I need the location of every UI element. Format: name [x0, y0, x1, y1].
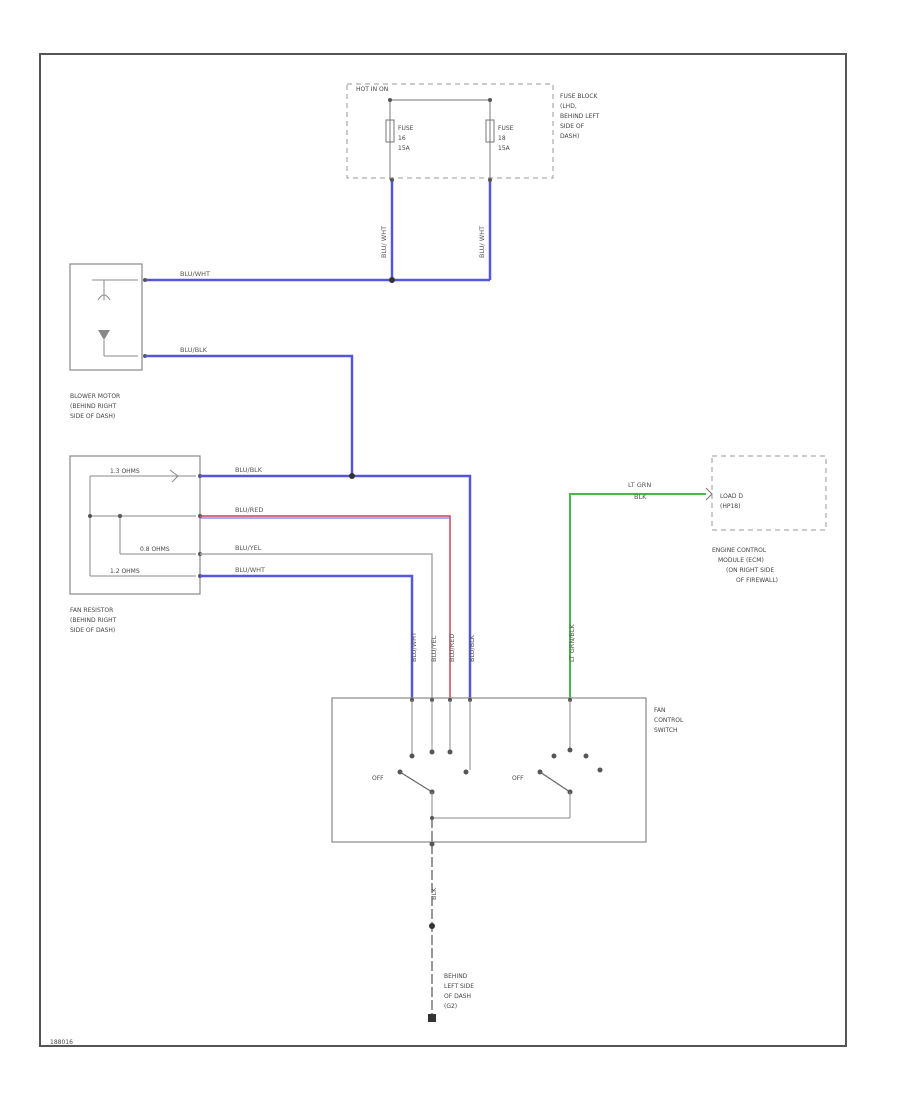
wire-label-fuse16: BLU/ WHT [380, 226, 388, 258]
diagram-frame [39, 53, 847, 1047]
splice-dot [389, 277, 395, 283]
wire-label-ecm-2: BLK [634, 493, 647, 501]
wire-label-sw-4: BLU/BLK [468, 634, 476, 662]
resistor-label-2: 0.8 OHMS [140, 546, 170, 553]
wire-label-sw-1: BLU/WHT [410, 632, 418, 662]
fuse-a-label-1: FUSE [398, 125, 414, 132]
resistor-label-3: 1.2 OHMS [110, 568, 140, 575]
fan-switch-label: FAN CONTROL SWITCH [654, 707, 684, 734]
wire-label-fuse18: BLU/ WHT [478, 226, 486, 258]
svg-text:(BEHIND RIGHT: (BEHIND RIGHT [70, 403, 117, 410]
wire-label-sw-3: BLU/RED [448, 634, 456, 662]
svg-text:OF FIREWALL): OF FIREWALL) [736, 577, 778, 584]
wire-label-res-2: BLU/RED [235, 506, 263, 514]
wire-label-res-3: BLU/YEL [235, 544, 262, 552]
svg-text:FUSE BLOCK: FUSE BLOCK [560, 93, 599, 100]
switch-off-left: OFF [372, 775, 384, 782]
svg-text:FAN: FAN [654, 707, 666, 714]
fuse-b-label-2: 18 [498, 135, 506, 142]
wire-resistor-4 [200, 574, 414, 700]
diagram-id: 188016 [50, 1039, 73, 1046]
ecm-inner-1: LOAD D [720, 493, 743, 500]
blower-motor-label: BLOWER MOTOR (BEHIND RIGHT SIDE OF DASH) [70, 393, 120, 420]
svg-text:SWITCH: SWITCH [654, 727, 678, 734]
wire-label-sw-2: BLU/YEL [430, 635, 438, 662]
fan-switch-box [331, 697, 647, 843]
resistor-label-1: 1.3 OHMS [110, 468, 140, 475]
ground-label: BEHIND LEFT SIDE OF DASH (G2) [444, 973, 474, 1010]
switch-off-right: OFF [512, 775, 524, 782]
ecm-box [711, 455, 827, 531]
wire-label-blower-bottom: BLU/BLK [180, 346, 208, 354]
thermal-fuse-icon [169, 469, 179, 483]
svg-text:FAN RESISTOR: FAN RESISTOR [70, 607, 113, 614]
wire-resistor-2-red [200, 515, 451, 700]
blower-motor-box [69, 263, 143, 371]
svg-text:MODULE (ECM): MODULE (ECM) [718, 557, 764, 564]
fuse-b-label-1: FUSE [498, 125, 514, 132]
fuse-block-box [346, 83, 554, 179]
wire-label-ground: BLK [430, 887, 438, 900]
switch-lever-left-icon [399, 771, 433, 793]
fan-resistor-label: FAN RESISTOR (BEHIND RIGHT SIDE OF DASH) [70, 607, 117, 634]
fuse-18-icon [485, 119, 495, 143]
wire-resistor-1 [200, 474, 472, 700]
svg-text:(ON RIGHT SIDE: (ON RIGHT SIDE [726, 567, 774, 574]
ecm-connector-icon [705, 487, 713, 501]
svg-text:ENGINE CONTROL: ENGINE CONTROL [712, 547, 767, 554]
svg-text:CONTROL: CONTROL [654, 717, 684, 724]
fuse-16-icon [385, 119, 395, 143]
svg-text:(LHD,: (LHD, [560, 103, 577, 110]
ecm-inner-2: (HP18) [720, 503, 740, 510]
svg-text:SIDE OF DASH): SIDE OF DASH) [70, 627, 115, 634]
svg-text:OF DASH: OF DASH [444, 993, 471, 1000]
wire-blower-bottom [145, 354, 354, 476]
ecm-label: ENGINE CONTROL MODULE (ECM) (ON RIGHT SI… [712, 547, 778, 584]
svg-text:(G2): (G2) [444, 1003, 457, 1010]
svg-text:DASH): DASH) [560, 133, 579, 140]
wire-resistor-3 [200, 553, 433, 700]
switch-lever-right-icon [539, 771, 571, 793]
wire-label-ecm-vert: LT GRN/BLK [568, 624, 576, 662]
svg-text:SIDE OF: SIDE OF [560, 123, 585, 130]
wire-label-blower-top: BLU/WHT [180, 270, 210, 278]
svg-text:BEHIND LEFT: BEHIND LEFT [560, 113, 600, 120]
ground-icon [428, 1014, 436, 1022]
wire-ecm-green [569, 493, 706, 700]
wire-label-res-4: BLU/WHT [235, 566, 265, 574]
splice-dot-2 [349, 473, 355, 479]
fuse-a-label-2: 16 [398, 135, 406, 142]
svg-text:BEHIND: BEHIND [444, 973, 468, 980]
wire-label-ecm-1: LT GRN [628, 481, 651, 489]
svg-text:(BEHIND RIGHT: (BEHIND RIGHT [70, 617, 117, 624]
fan-resistor-box [69, 455, 201, 595]
fuse-b-label-3: 15A [498, 145, 511, 152]
fuse-block-header: HOT IN ON [356, 86, 388, 93]
motor-diode-icon [98, 330, 110, 340]
wire-label-res-1: BLU/BLK [235, 466, 263, 474]
fuse-block-label: FUSE BLOCK (LHD, BEHIND LEFT SIDE OF DAS… [560, 93, 600, 140]
svg-text:BLOWER MOTOR: BLOWER MOTOR [70, 393, 120, 400]
fuse-a-label-3: 15A [398, 145, 411, 152]
motor-symbol-icon [97, 294, 111, 301]
svg-text:SIDE OF DASH): SIDE OF DASH) [70, 413, 115, 420]
svg-text:LEFT SIDE: LEFT SIDE [444, 983, 474, 990]
